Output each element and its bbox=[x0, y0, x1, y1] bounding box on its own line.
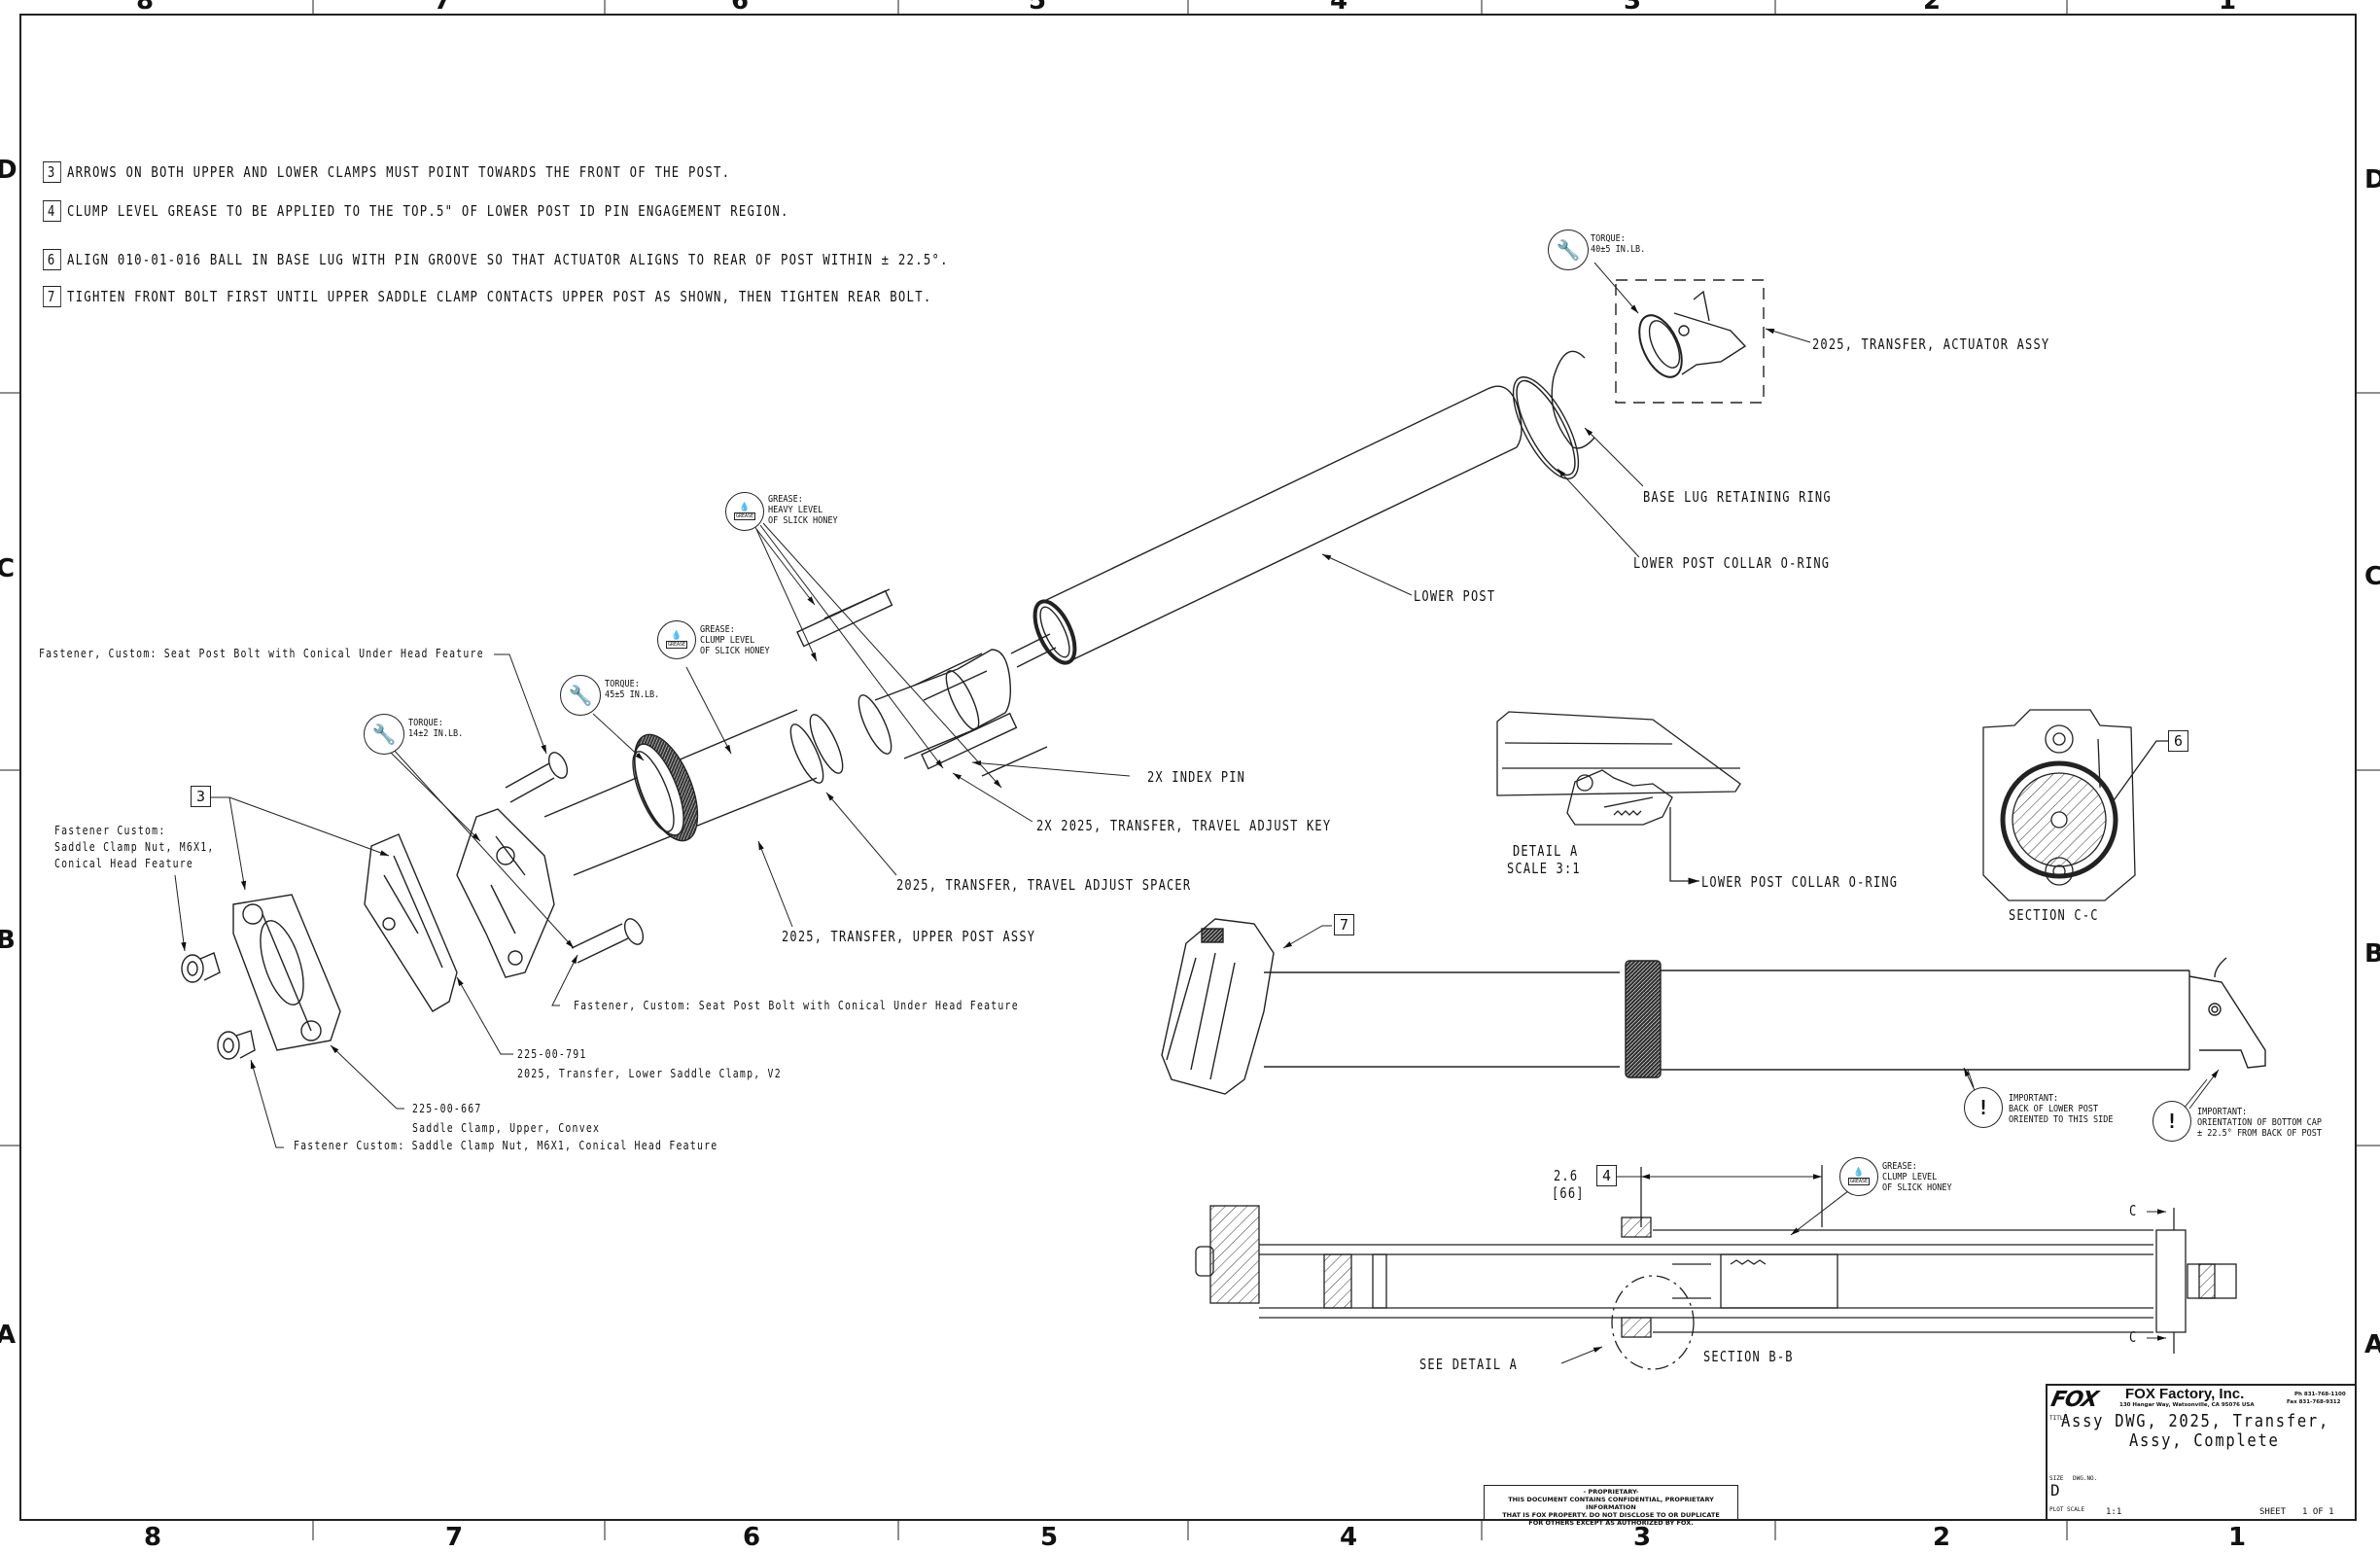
callout-see-detail-a: SEE DETAIL A bbox=[1419, 1356, 1519, 1373]
torque-spec: TORQUE:40±5 IN.LB. bbox=[1591, 233, 1646, 255]
zone-col-label: 2 bbox=[1923, 0, 1942, 16]
torque-spec: TORQUE:14±2 IN.LB. bbox=[408, 718, 464, 739]
sheet-label: SHEET bbox=[2259, 1507, 2287, 1517]
important-note: IMPORTANT:ORIENTATION OF BOTTOM CAP± 22.… bbox=[2197, 1107, 2322, 1139]
proprietary-notice: - PROPRIETARY- THIS DOCUMENT CONTAINS CO… bbox=[1484, 1485, 1738, 1527]
zone-row-label: D bbox=[2364, 165, 2380, 194]
note-flag-clamps: 3 bbox=[191, 786, 212, 807]
callout-travel-adjust-spacer: 2025, TRANSFER, TRAVEL ADJUST SPACER bbox=[896, 876, 1192, 894]
company-name: FOX Factory, Inc. bbox=[2125, 1386, 2245, 1402]
grease-icon: 💧GREASE bbox=[657, 620, 696, 659]
callout-clamp-nut-line: Saddle Clamp Nut, M6X1, bbox=[54, 840, 215, 854]
grease-icon: 💧GREASE bbox=[1839, 1157, 1878, 1196]
zone-col-label: 8 bbox=[136, 0, 155, 16]
zone-row-label: B bbox=[2364, 939, 2380, 969]
view-title-detail-a: DETAIL A bbox=[1513, 842, 1579, 860]
zone-row-label: C bbox=[0, 554, 16, 583]
important-icon: ! bbox=[2152, 1101, 2191, 1142]
note-flag: 4 bbox=[43, 200, 61, 222]
callout-actuator-assy: 2025, TRANSFER, ACTUATOR ASSY bbox=[1812, 335, 2050, 353]
proprietary-line: THAT IS FOX PROPERTY. DO NOT DISCLOSE TO… bbox=[1502, 1511, 1720, 1519]
note-text: TIGHTEN FRONT BOLT FIRST UNTIL UPPER SAD… bbox=[67, 288, 932, 305]
wrench-icon: 🔧 bbox=[364, 714, 404, 755]
view-scale-detail-a: SCALE 3:1 bbox=[1507, 860, 1581, 877]
proprietary-heading: - PROPRIETARY- bbox=[1583, 1488, 1639, 1496]
dimension-inches: 2.6 bbox=[1554, 1167, 1579, 1184]
drawing-title: Assy DWG, 2025, Transfer, bbox=[2061, 1411, 2330, 1431]
callout-travel-adjust-key: 2X 2025, TRANSFER, TRAVEL ADJUST KEY bbox=[1036, 817, 1332, 834]
zone-row-label: A bbox=[0, 1321, 17, 1350]
callout-seat-post-bolt: Fastener, Custom: Seat Post Bolt with Co… bbox=[39, 647, 484, 660]
important-icon: ! bbox=[1964, 1087, 2003, 1128]
note-text: ALIGN 010-01-016 BALL IN BASE LUG WITH P… bbox=[67, 251, 949, 268]
drawing-border bbox=[19, 14, 2357, 1521]
callout-lower-clamp-name: 2025, Transfer, Lower Saddle Clamp, V2 bbox=[517, 1067, 782, 1080]
general-note: 3 ARROWS ON BOTH UPPER AND LOWER CLAMPS … bbox=[43, 161, 730, 183]
drawing-title: Assy, Complete bbox=[2129, 1430, 2280, 1451]
title-block: FOX FOX Factory, Inc. 130 Hangar Way, Wa… bbox=[2046, 1384, 2357, 1521]
section-marker: C bbox=[2129, 1328, 2138, 1346]
note-flag-section-cc: 6 bbox=[2168, 730, 2189, 752]
zone-row-label: C bbox=[2364, 562, 2380, 591]
callout-detail-a-oring: LOWER POST COLLAR O-RING bbox=[1701, 873, 1899, 891]
dimension-mm: [66] bbox=[1552, 1184, 1585, 1202]
callout-lower-post-oring: LOWER POST COLLAR O-RING bbox=[1633, 554, 1831, 572]
zone-row-label: B bbox=[0, 926, 16, 955]
plot-scale-value: 1:1 bbox=[2106, 1507, 2122, 1517]
company-fax: Fax 831-768-9312 bbox=[2287, 1399, 2341, 1405]
company-phone: Ph 831-768-1100 bbox=[2294, 1392, 2346, 1397]
company-address: 130 Hangar Way, Watsonville, CA 95076 US… bbox=[2119, 1402, 2255, 1408]
view-title-section-bb: SECTION B-B bbox=[1703, 1348, 1794, 1365]
wrench-icon: 🔧 bbox=[1548, 229, 1589, 270]
view-title-section-cc: SECTION C-C bbox=[2009, 906, 2099, 924]
size-label: SIZE bbox=[2049, 1475, 2064, 1482]
zone-col-label: 1 bbox=[2219, 0, 2237, 16]
section-marker: C bbox=[2129, 1202, 2138, 1219]
size-value: D bbox=[2050, 1481, 2060, 1499]
dwg-no-label: DWG.NO. bbox=[2073, 1475, 2098, 1482]
grease-icon: 💧GREASE bbox=[725, 492, 764, 531]
callout-upper-clamp-pn: 225-00-667 bbox=[412, 1102, 482, 1115]
callout-clamp-nut: Fastener Custom: Saddle Clamp Nut, M6X1,… bbox=[294, 1139, 718, 1152]
note-flag: 7 bbox=[43, 286, 61, 307]
callout-seat-post-bolt: Fastener, Custom: Seat Post Bolt with Co… bbox=[574, 999, 1019, 1012]
note-text: CLUMP LEVEL GREASE TO BE APPLIED TO THE … bbox=[67, 202, 789, 220]
callout-lower-clamp-pn: 225-00-791 bbox=[517, 1047, 587, 1061]
note-flag-assembled: 7 bbox=[1334, 914, 1355, 935]
zone-col-label: 7 bbox=[434, 0, 452, 16]
note-text: ARROWS ON BOTH UPPER AND LOWER CLAMPS MU… bbox=[67, 163, 731, 181]
wrench-icon: 🔧 bbox=[560, 675, 601, 716]
general-note: 4 CLUMP LEVEL GREASE TO BE APPLIED TO TH… bbox=[43, 200, 789, 222]
callout-upper-clamp-name: Saddle Clamp, Upper, Convex bbox=[412, 1121, 601, 1135]
note-flag-dimension: 4 bbox=[1596, 1165, 1618, 1186]
note-flag: 6 bbox=[43, 249, 61, 270]
zone-col-label: 5 bbox=[1029, 0, 1047, 16]
callout-clamp-nut-line: Fastener Custom: bbox=[54, 824, 166, 837]
zone-col-label: 4 bbox=[1330, 0, 1348, 16]
title-label: TITLE bbox=[2049, 1415, 2068, 1422]
zone-row-label: A bbox=[2364, 1330, 2380, 1359]
zone-col-label: 3 bbox=[1624, 0, 1642, 16]
callout-upper-post-assy: 2025, TRANSFER, UPPER POST ASSY bbox=[782, 928, 1036, 945]
fox-logo: FOX bbox=[2048, 1388, 2100, 1412]
general-note: 7 TIGHTEN FRONT BOLT FIRST UNTIL UPPER S… bbox=[43, 286, 931, 307]
callout-clamp-nut-line: Conical Head Feature bbox=[54, 857, 194, 870]
torque-spec: TORQUE:45±5 IN.LB. bbox=[605, 679, 660, 700]
note-flag: 3 bbox=[43, 161, 61, 183]
proprietary-line: THIS DOCUMENT CONTAINS CONFIDENTIAL, PRO… bbox=[1508, 1496, 1714, 1511]
sheet-value: 1 OF 1 bbox=[2302, 1507, 2334, 1517]
general-note: 6 ALIGN 010-01-016 BALL IN BASE LUG WITH… bbox=[43, 249, 949, 270]
callout-base-lug-ring: BASE LUG RETAINING RING bbox=[1643, 488, 1832, 506]
callout-lower-post: LOWER POST bbox=[1414, 587, 1496, 605]
callout-index-pin: 2X INDEX PIN bbox=[1147, 768, 1246, 786]
zone-col-label: 6 bbox=[731, 0, 750, 16]
zone-row-label: D bbox=[0, 156, 18, 185]
plot-scale-label: PLOT SCALE bbox=[2049, 1506, 2085, 1513]
proprietary-line: FOR OTHERS EXCEPT AS AUTHORIZED BY FOX. bbox=[1528, 1519, 1694, 1527]
